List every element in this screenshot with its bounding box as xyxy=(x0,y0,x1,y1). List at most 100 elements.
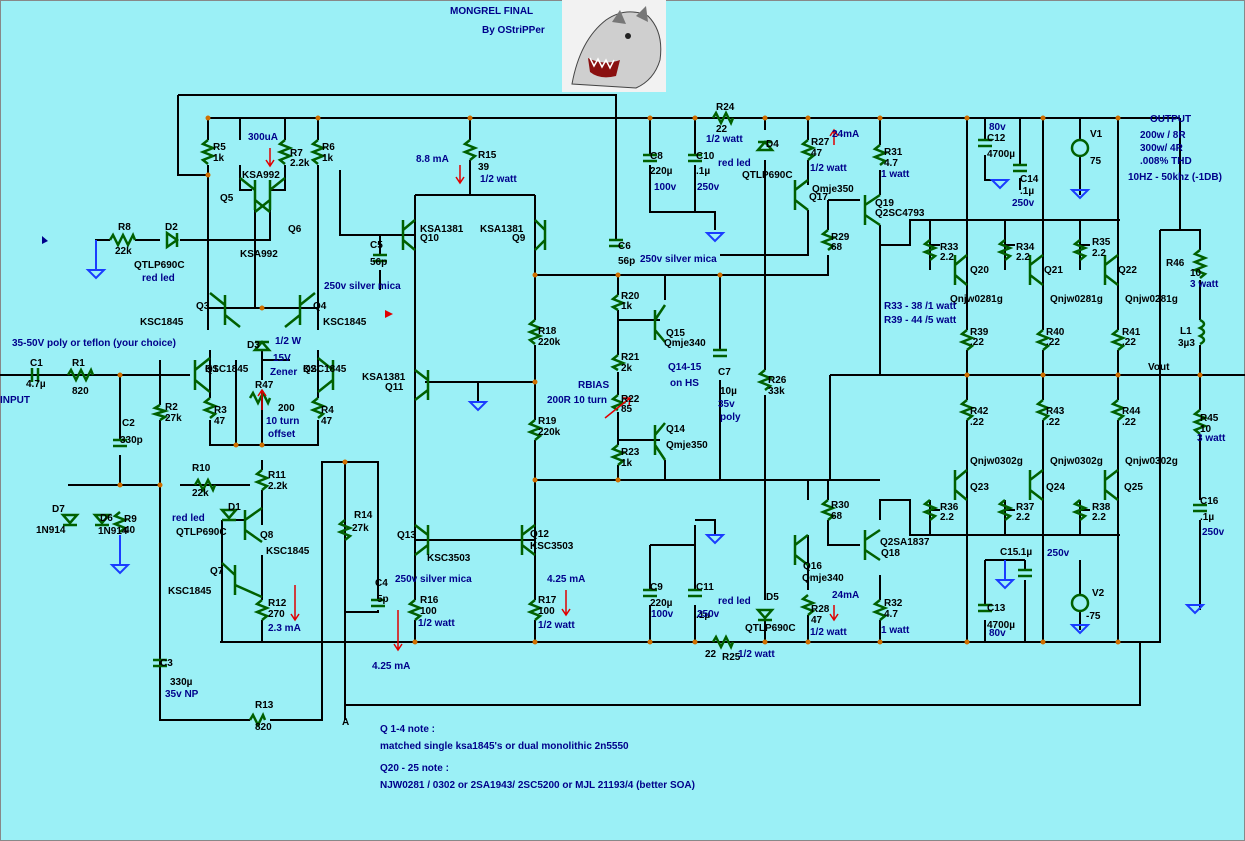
value-r4: 47 xyxy=(321,416,333,427)
value-r36: 2.2 xyxy=(940,512,954,523)
cap-annotation: 35v NP xyxy=(165,689,199,700)
value-q4: KSC1845 xyxy=(323,317,367,328)
value-r18: 220k xyxy=(538,337,561,348)
value-q5: KSA992 xyxy=(242,170,280,181)
ref-r5: R5 xyxy=(213,142,226,153)
value-c16: .1µ xyxy=(1200,512,1214,523)
resistor-r32 xyxy=(871,599,889,621)
transistor-q17 xyxy=(793,179,809,211)
value-r44: .22 xyxy=(1122,417,1136,428)
resistor-r3 xyxy=(201,397,219,419)
ref-r23: R23 xyxy=(621,447,640,458)
led-d1 xyxy=(219,508,239,522)
note-heading: Q20 - 25 note : xyxy=(380,763,449,774)
zener-annotation: 1/2 W xyxy=(275,336,302,347)
ref-r18: R18 xyxy=(538,326,557,337)
value-c13: 4700µ xyxy=(987,620,1015,631)
ref-q18: Q18 xyxy=(881,548,900,559)
arrow-up-icon xyxy=(829,128,839,145)
ref-q14: Q14 xyxy=(666,424,685,435)
ref-r34: R34 xyxy=(1016,242,1035,253)
capacitor-c6 xyxy=(609,238,623,248)
value-c14: .1µ xyxy=(1020,186,1034,197)
marker-icon xyxy=(42,236,48,244)
value-c8: 220µ xyxy=(650,166,673,177)
led-annotation: red led xyxy=(718,596,751,607)
ref-r4: R4 xyxy=(321,405,334,416)
ground-symbols xyxy=(85,179,1206,635)
value-v2: -75 xyxy=(1086,611,1101,622)
value-q19: Q2SC4793 xyxy=(875,208,925,219)
arrow-down-icon xyxy=(829,605,839,622)
resistor-r28 xyxy=(799,594,817,616)
ref-r47: R47 xyxy=(255,380,274,391)
value-d7: 1N914 xyxy=(36,525,66,536)
ground-icon xyxy=(1069,624,1091,635)
value-c5: 56p xyxy=(370,257,387,268)
ref-r25: R25 xyxy=(722,652,741,663)
led-annotation: red led xyxy=(142,273,175,284)
rating-r25: 1/2 watt xyxy=(738,649,775,660)
ref-r45: R45 xyxy=(1200,413,1219,424)
value-q18: Q2SA1837 xyxy=(880,537,930,548)
transistor-q13 xyxy=(414,524,430,556)
resistor-r20 xyxy=(610,294,627,312)
value-q15: Qmje340 xyxy=(664,338,706,349)
transistor-q19 xyxy=(863,193,881,227)
ref-r36: R36 xyxy=(940,502,959,513)
value-c10: .1µ xyxy=(696,166,710,177)
capacitor-c13 xyxy=(978,603,992,613)
resistor-r42 xyxy=(958,399,976,421)
value-r23: 1k xyxy=(621,458,633,469)
value-c3: 330µ xyxy=(170,677,193,688)
transistor-q25 xyxy=(1103,469,1119,501)
ref-c4: C4 xyxy=(375,578,388,589)
ref-q10: Q10 xyxy=(420,233,439,244)
ground-icon xyxy=(85,240,107,280)
capacitor-c2 xyxy=(113,438,127,448)
transistor-symbols xyxy=(193,177,1119,599)
ref-q21: Q21 xyxy=(1044,265,1063,276)
offset-annotation: offset xyxy=(268,429,296,440)
marker-icon xyxy=(385,310,393,318)
value-r35: 2.2 xyxy=(1092,248,1106,259)
ref-r29: R29 xyxy=(831,232,850,243)
value-r31: 4.7 xyxy=(884,158,898,169)
value-d6: 1N914 xyxy=(98,526,128,537)
ground-icon xyxy=(109,535,131,575)
value-c11: .1µ xyxy=(696,610,710,621)
heatsink-annotation: Q14-15 xyxy=(668,362,702,373)
ref-c10: C10 xyxy=(696,151,715,162)
ref-d6: D6 xyxy=(100,513,113,524)
value-r28: 47 xyxy=(811,615,823,626)
resistor-r27 xyxy=(799,139,817,161)
capacitor-c3 xyxy=(153,658,167,668)
ref-c12: C12 xyxy=(987,133,1006,144)
resistor-r39 xyxy=(958,329,976,351)
resistor-r11 xyxy=(253,469,271,491)
current-annotation: 2.3 mA xyxy=(268,623,301,634)
bias-annotation: RBIAS xyxy=(578,380,609,391)
value-q7: KSC1845 xyxy=(168,586,212,597)
resistor-r18 xyxy=(526,319,544,345)
page-title: MONGREL FINAL xyxy=(450,6,533,17)
resistor-r6 xyxy=(309,139,327,165)
ref-r32: R32 xyxy=(884,598,903,609)
ref-c16: C16 xyxy=(1200,496,1219,507)
note-heading: Q 1-4 note : xyxy=(380,724,435,735)
value-l1: 3µ3 xyxy=(1178,338,1195,349)
transistor-q3 xyxy=(209,292,241,328)
value-r1: 820 xyxy=(72,386,89,397)
value-c4: 5p xyxy=(377,594,389,605)
value-r47: 200 xyxy=(278,403,295,414)
resistor-r46 xyxy=(1191,249,1209,279)
value-r45: 10 xyxy=(1200,424,1212,435)
current-annotation: 24mA xyxy=(832,590,859,601)
value-r33: 2.2 xyxy=(940,252,954,263)
ref-q19: Q19 xyxy=(875,198,894,209)
cap-annotation: 250v silver mica xyxy=(640,254,717,265)
ref-c8: C8 xyxy=(650,151,663,162)
ref-l1: L1 xyxy=(1180,326,1192,337)
resistor-r24 xyxy=(711,110,735,127)
rating-annotation: 1/2 watt xyxy=(538,620,575,631)
